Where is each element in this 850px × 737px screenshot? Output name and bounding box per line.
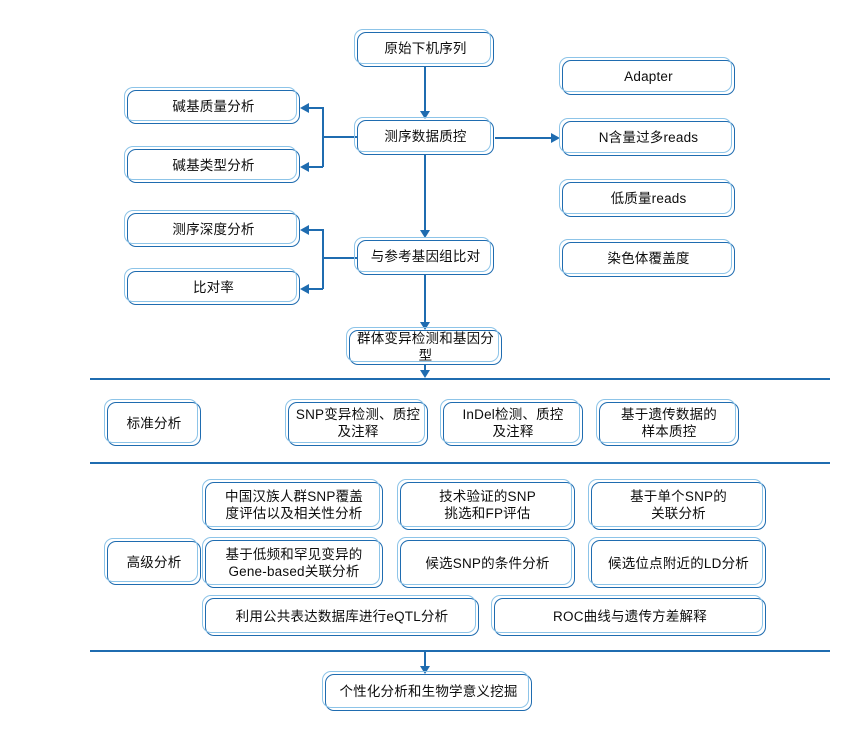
node-filtered-n-reads-label: N含量过多reads — [598, 130, 699, 146]
node-alignment-label: 与参考基因组比对 — [370, 249, 481, 265]
node-base-type[interactable]: 碱基类型分析 — [124, 146, 300, 183]
node-standard-snp-label: SNP变异检测、质控及注释 — [295, 407, 421, 439]
connector-alignment-to-depth — [308, 229, 323, 231]
arrow-variant-to-standard — [420, 370, 430, 378]
node-chromosome-coverage[interactable]: 染色体覆盖度 — [559, 239, 735, 277]
node-standard-indel[interactable]: InDel检测、质控及注释 — [440, 399, 583, 446]
node-chromosome-coverage-label: 染色体覆盖度 — [607, 251, 690, 267]
node-standard-sample-qc-label: 基于遗传数据的样本质控 — [621, 407, 717, 439]
connector-qc-to-basequality — [308, 107, 323, 109]
advanced-analysis-label-text: 高级分析 — [126, 554, 182, 570]
node-variant-calling-label: 群体变异检测和基因分型 — [357, 330, 494, 363]
connector-alignment-to-rate — [308, 288, 323, 290]
arrow-raw-to-qc — [420, 111, 430, 119]
node-final-step-label: 个性化分析和生物学意义挖掘 — [339, 684, 518, 700]
node-qc-label: 测序数据质控 — [384, 129, 467, 145]
node-raw-reads[interactable]: 原始下机序列 — [354, 29, 494, 67]
node-advanced-single-snp-assoc[interactable]: 基于单个SNP的关联分析 — [588, 479, 766, 530]
arrow-alignment-to-depth — [300, 225, 309, 235]
node-advanced-roc-label: ROC曲线与遗传方差解释 — [553, 608, 707, 624]
node-standard-indel-label: InDel检测、质控及注释 — [462, 407, 564, 439]
connector-raw-to-qc — [424, 67, 426, 111]
node-advanced-ld[interactable]: 候选位点附近的LD分析 — [588, 537, 766, 588]
node-filtered-low-quality-label: 低质量reads — [610, 191, 687, 207]
node-filtered-n-reads[interactable]: N含量过多reads — [559, 118, 735, 156]
node-advanced-eqtl-label: 利用公共表达数据库进行eQTL分析 — [235, 608, 449, 624]
connector-qc-to-filtered — [495, 137, 551, 139]
node-raw-reads-label: 原始下机序列 — [384, 41, 467, 57]
connector-to-final — [424, 650, 426, 667]
connector-alignment-bracket-spine — [322, 229, 324, 289]
arrow-alignment-to-variant — [420, 322, 430, 330]
node-base-quality[interactable]: 碱基质量分析 — [124, 87, 300, 124]
node-standard-analysis-label[interactable]: 标准分析 — [104, 399, 201, 446]
connector-qc-to-alignment — [424, 155, 426, 230]
node-mapping-rate[interactable]: 比对率 — [124, 268, 300, 305]
node-filtered-low-quality[interactable]: 低质量reads — [559, 179, 735, 217]
node-advanced-conditional-label: 候选SNP的条件分析 — [425, 555, 550, 571]
arrow-qc-to-alignment — [420, 230, 430, 238]
arrow-qc-to-filtered — [551, 133, 560, 143]
connector-qc-to-basetype — [308, 166, 323, 168]
divider-advanced-top — [90, 462, 830, 464]
node-base-quality-label: 碱基质量分析 — [172, 98, 255, 114]
arrow-qc-to-basequality — [300, 103, 309, 113]
connector-variant-to-standard — [424, 365, 426, 373]
node-advanced-eqtl[interactable]: 利用公共表达数据库进行eQTL分析 — [202, 595, 479, 636]
node-advanced-conditional[interactable]: 候选SNP的条件分析 — [397, 537, 575, 588]
node-advanced-roc[interactable]: ROC曲线与遗传方差解释 — [491, 595, 766, 636]
node-filtered-adapter[interactable]: Adapter — [559, 57, 735, 95]
node-advanced-ld-label: 候选位点附近的LD分析 — [608, 555, 749, 571]
node-base-type-label: 碱基类型分析 — [172, 157, 255, 173]
divider-standard-top — [90, 378, 830, 380]
standard-analysis-label-text: 标准分析 — [126, 415, 182, 431]
node-variant-calling[interactable]: 群体变异检测和基因分型 — [346, 327, 502, 365]
node-standard-snp[interactable]: SNP变异检测、质控及注释 — [285, 399, 428, 446]
divider-final-top — [90, 650, 830, 652]
connector-alignment-to-variant — [424, 275, 426, 322]
arrow-alignment-to-rate — [300, 284, 309, 294]
connector-qc-bracket-spine — [322, 107, 324, 167]
node-alignment[interactable]: 与参考基因组比对 — [354, 237, 494, 275]
node-standard-sample-qc[interactable]: 基于遗传数据的样本质控 — [596, 399, 739, 446]
node-advanced-analysis-label[interactable]: 高级分析 — [104, 538, 201, 585]
node-advanced-single-snp-assoc-label: 基于单个SNP的关联分析 — [630, 489, 727, 521]
node-advanced-han-snp-coverage[interactable]: 中国汉族人群SNP覆盖度评估以及相关性分析 — [202, 479, 383, 530]
node-advanced-han-snp-coverage-label: 中国汉族人群SNP覆盖度评估以及相关性分析 — [225, 489, 363, 521]
node-sequencing-depth-label: 测序深度分析 — [172, 221, 255, 237]
connector-alignment-bracket-stub — [322, 257, 358, 259]
arrow-to-final — [420, 666, 430, 674]
connector-qc-bracket-stub — [322, 136, 358, 138]
node-final-step[interactable]: 个性化分析和生物学意义挖掘 — [322, 671, 532, 711]
node-sequencing-depth[interactable]: 测序深度分析 — [124, 210, 300, 247]
node-filtered-adapter-label: Adapter — [624, 69, 673, 85]
arrow-qc-to-basetype — [300, 162, 309, 172]
node-qc[interactable]: 测序数据质控 — [354, 117, 494, 155]
node-mapping-rate-label: 比对率 — [192, 279, 235, 295]
